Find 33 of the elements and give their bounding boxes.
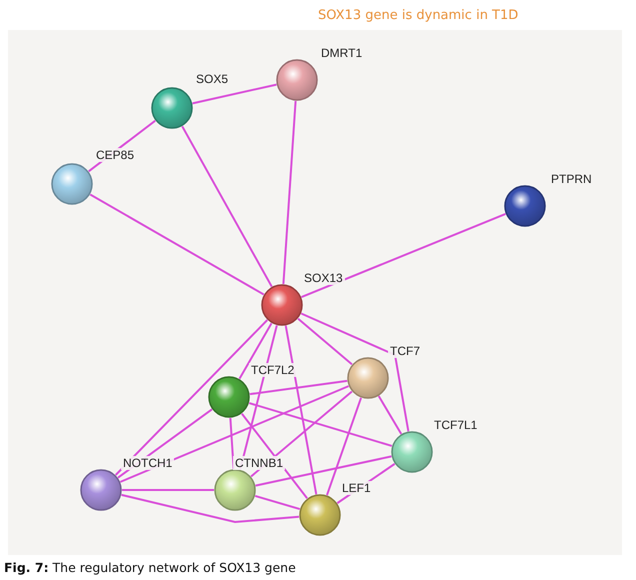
figure-caption: Fig. 7: The regulatory network of SOX13 gene [4, 560, 296, 575]
gene-label: TCF7L1 [432, 418, 480, 432]
interaction-line [122, 489, 214, 491]
gene-label: LEF1 [340, 481, 373, 495]
gene-label: CEP85 [94, 148, 136, 162]
interaction-line [297, 318, 353, 366]
figure-title: SOX13 gene is dynamic in T1D [318, 8, 518, 23]
interaction-line [284, 325, 318, 495]
interaction-line [181, 126, 273, 288]
interaction-line [282, 100, 297, 284]
interaction-line [250, 380, 348, 396]
interaction-line [229, 418, 235, 470]
gene-label: TCF7L2 [249, 363, 296, 377]
interaction-line [121, 494, 300, 523]
interaction-line [378, 396, 402, 434]
gene-label: NOTCH1 [121, 456, 174, 470]
interaction-line [254, 494, 300, 510]
gene-label: PTPRN [549, 172, 594, 186]
interaction-line [300, 312, 410, 432]
interaction-line [248, 402, 392, 447]
interaction-line [114, 319, 268, 476]
gene-label: CTNNB1 [233, 456, 286, 470]
interaction-line [238, 322, 272, 380]
gene-label: DMRT1 [319, 46, 364, 60]
interaction-line [192, 84, 277, 104]
gene-label: SOX5 [194, 72, 230, 86]
gene-label: SOX13 [302, 271, 345, 285]
gene-label: TCF7 [388, 344, 422, 358]
interaction-line [90, 194, 264, 296]
interaction-line [326, 397, 362, 496]
interaction-line [301, 213, 506, 298]
interaction-line [120, 385, 350, 483]
interaction-line [255, 455, 392, 487]
